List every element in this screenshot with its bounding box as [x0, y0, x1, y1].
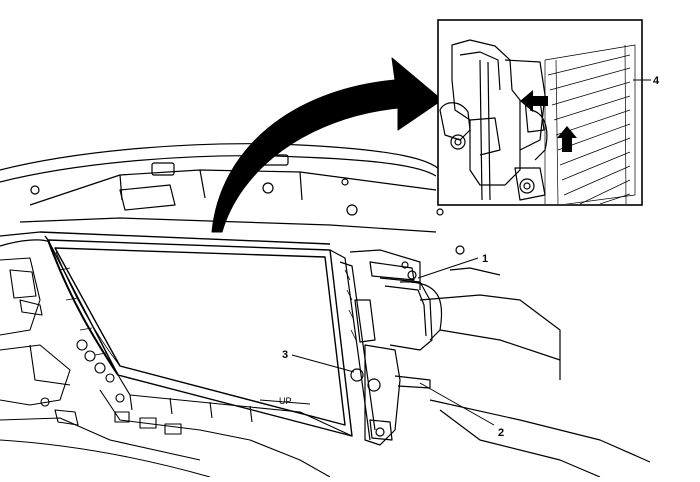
up-embossed-text: UP: [279, 396, 292, 406]
right-side-assembly: [329, 245, 651, 478]
detail-inset: [437, 19, 643, 206]
leader-1: [417, 257, 479, 279]
condenser-fins: [544, 44, 636, 204]
lower-crossmember: [99, 374, 353, 478]
callout-leaders: [291, 79, 651, 426]
leader-3: [291, 354, 355, 373]
lift-arrow-up: [557, 126, 577, 152]
callout-4: 4: [653, 75, 660, 87]
callout-2: 2: [498, 427, 504, 439]
callout-3: 3: [282, 349, 288, 361]
callout-1: 1: [482, 253, 488, 265]
mounting-bracket: [439, 39, 548, 201]
leader-2: [419, 382, 495, 426]
push-arrow-left: [520, 90, 548, 112]
left-side-structure: [0, 257, 211, 478]
